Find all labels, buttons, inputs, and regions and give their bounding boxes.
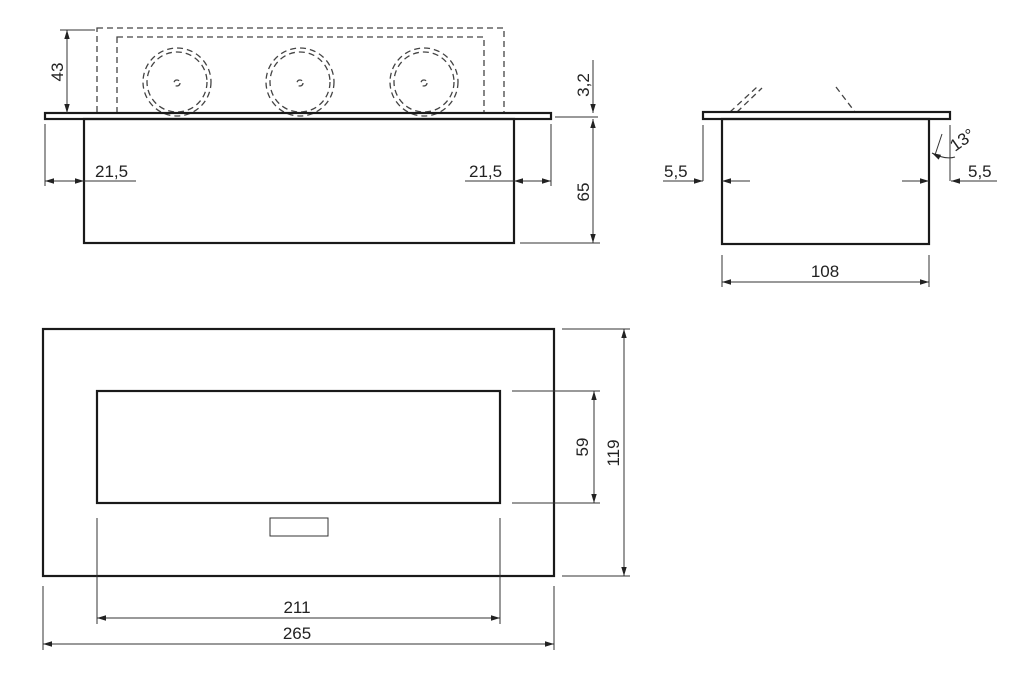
lid-outline-outer <box>96 27 505 114</box>
side-body <box>720 117 931 246</box>
frame-outline <box>41 327 556 578</box>
dim-65-label: 65 <box>574 183 593 202</box>
dim-211-label: 211 <box>283 598 310 617</box>
angle-line <box>934 133 943 156</box>
socket-icon <box>142 47 212 117</box>
dim-59-label: 59 <box>573 438 592 457</box>
side-view: 5,5 5,5 13° 108 <box>663 86 997 287</box>
front-view: 43 3,2 65 21,5 21,5 <box>43 27 600 245</box>
lid-outline-inner <box>116 36 485 114</box>
dim-3-2-label: 3,2 <box>574 73 593 97</box>
angle-label: 13° <box>946 125 978 155</box>
dim-5-5-left-label: 5,5 <box>664 162 688 181</box>
latch <box>269 517 329 537</box>
dim-108-label: 108 <box>811 262 839 281</box>
dim-21-5-left-label: 21,5 <box>95 162 128 181</box>
dim-5-5-right-label: 5,5 <box>968 162 992 181</box>
body <box>82 117 516 245</box>
dim-43-label: 43 <box>48 63 67 82</box>
dim-21-5-right-label: 21,5 <box>469 162 502 181</box>
dim-265-label: 265 <box>283 624 311 643</box>
opening <box>95 389 502 505</box>
socket-icon <box>265 47 335 117</box>
socket-icon <box>389 47 459 117</box>
dim-119-label: 119 <box>604 439 623 466</box>
top-view: 59 119 211 265 <box>41 327 630 650</box>
socket-icons <box>142 47 459 117</box>
